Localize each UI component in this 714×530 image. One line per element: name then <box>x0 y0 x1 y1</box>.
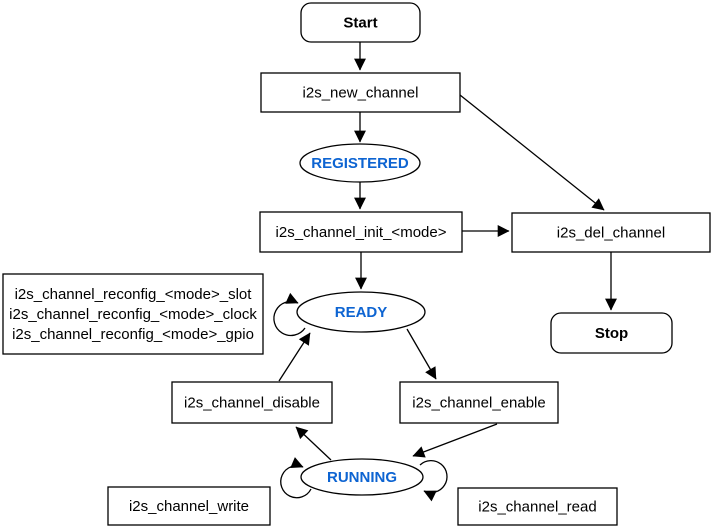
write-label: i2s_channel_write <box>129 498 249 515</box>
reconfig-line-slot: i2s_channel_reconfig_<mode>_slot <box>15 286 253 303</box>
registered-shape <box>299 143 421 183</box>
ready-label: READY <box>335 304 388 321</box>
node-disable: i2s_channel_disable <box>171 381 333 424</box>
running-shape <box>300 458 424 496</box>
disable-shape <box>171 381 333 424</box>
enable-label: i2s_channel_enable <box>412 395 545 412</box>
node-running: RUNNING <box>300 458 424 496</box>
read-label: i2s_channel_read <box>478 499 596 516</box>
node-reconfig: i2s_channel_reconfig_<mode>_slot i2s_cha… <box>2 273 264 355</box>
init-shape <box>259 211 463 253</box>
node-registered: REGISTERED <box>299 143 421 183</box>
registered-label: REGISTERED <box>311 155 409 172</box>
edge-running-to-disable <box>295 426 332 461</box>
stop-shape <box>550 312 673 354</box>
edge-ready-self-loop <box>273 292 306 337</box>
write-shape <box>107 486 271 526</box>
enable-shape <box>399 381 559 424</box>
edge-disable-to-ready <box>278 332 311 382</box>
start-shape <box>300 2 421 43</box>
node-stop: Stop <box>550 312 673 354</box>
node-start: Start <box>300 2 421 43</box>
edge-running-self-loop-left <box>280 457 312 499</box>
node-ready: READY <box>296 291 426 333</box>
new-channel-label: i2s_new_channel <box>303 85 419 102</box>
node-new-channel: i2s_new_channel <box>260 72 461 113</box>
disable-label: i2s_channel_disable <box>184 395 320 412</box>
read-shape <box>457 487 618 526</box>
edge-new-channel-to-del-channel <box>459 94 605 211</box>
reconfig-line-clock: i2s_channel_reconfig_<mode>_clock <box>9 306 257 323</box>
del-channel-label: i2s_del_channel <box>557 225 665 242</box>
node-read: i2s_channel_read <box>457 487 618 526</box>
new-channel-shape <box>260 72 461 113</box>
init-label: i2s_channel_init_<mode> <box>276 224 447 241</box>
ready-shape <box>296 291 426 333</box>
stop-label: Stop <box>595 325 628 342</box>
running-label: RUNNING <box>327 469 397 486</box>
del-channel-shape <box>511 212 711 253</box>
reconfig-shape <box>2 273 264 355</box>
node-del-channel: i2s_del_channel <box>511 212 711 253</box>
reconfig-line-gpio: i2s_channel_reconfig_<mode>_gpio <box>12 326 254 343</box>
node-init: i2s_channel_init_<mode> <box>259 211 463 253</box>
edge-running-self-loop-right <box>419 460 448 502</box>
edge-enable-to-running <box>412 423 498 458</box>
edge-ready-to-enable <box>406 328 437 380</box>
start-label: Start <box>343 15 377 32</box>
node-write: i2s_channel_write <box>107 486 271 526</box>
node-enable: i2s_channel_enable <box>399 381 559 424</box>
